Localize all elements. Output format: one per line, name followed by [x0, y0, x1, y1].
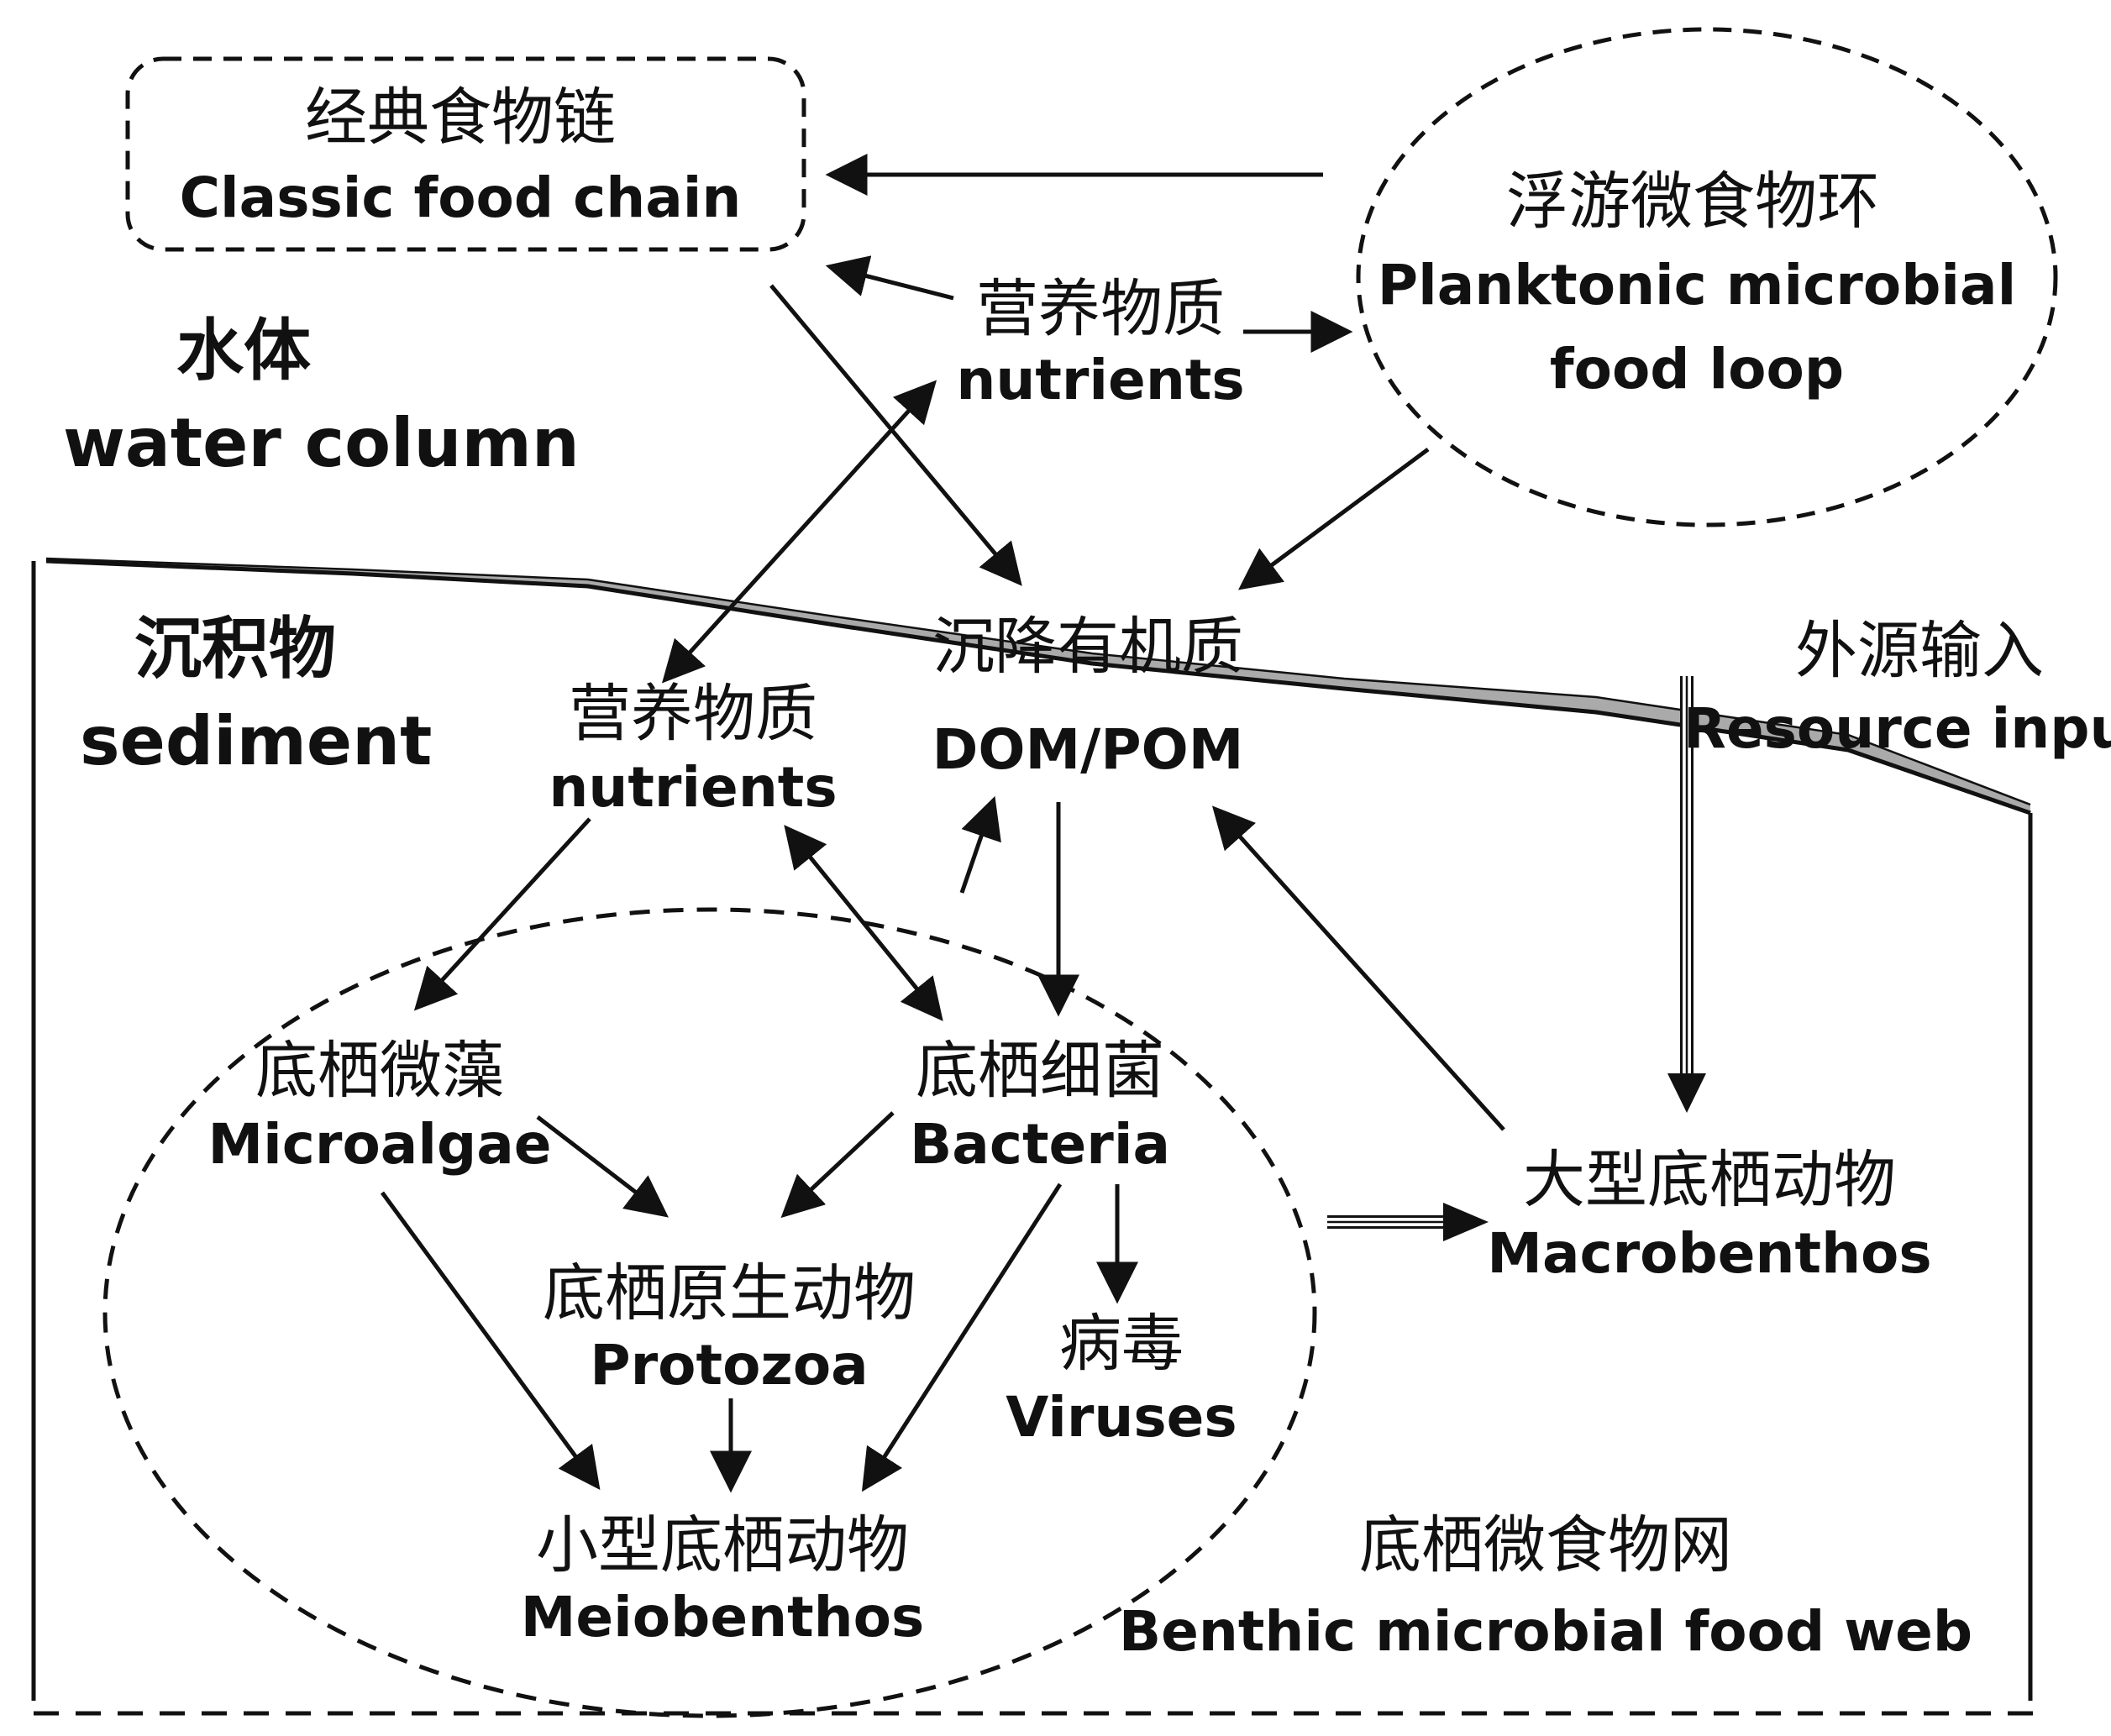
arrow-benthic-to-dom	[959, 795, 1001, 894]
dom-pom-label: DOM/POM	[932, 717, 1244, 782]
arrow-nutrients-exchange	[661, 380, 937, 684]
bacteria-en: Bacteria	[910, 1112, 1170, 1177]
arrow-nutrients-to-classic	[825, 255, 954, 301]
arrow-macrobenthos-to-dom	[1211, 805, 1505, 1131]
benthic-web-ellipse	[102, 907, 1317, 1718]
arrow-microalgae-to-meiobenthos	[380, 1191, 601, 1491]
macrobenthos-en: Macrobenthos	[1487, 1221, 1931, 1286]
classic-food-chain-zh: 经典食物链	[305, 81, 616, 154]
nutrients-sediment-zh: 营养物质	[569, 678, 817, 750]
protozoa-en: Protozoa	[590, 1333, 868, 1398]
meiobenthos-zh: 小型底栖动物	[536, 1509, 909, 1581]
planktonic-loop-en-1: Planktonic microbial	[1378, 253, 2016, 317]
nutrients-top-en: nutrients	[956, 348, 1244, 412]
arrow-nutrients-bacteria-exchange	[784, 825, 943, 1021]
arrow-bacteria-to-protozoa	[780, 1111, 895, 1219]
viruses-zh: 病毒	[1059, 1308, 1184, 1380]
resource-input-zh: 外源输入	[1795, 615, 2044, 687]
arrow-benthic-to-macrobenthos	[1327, 1203, 1489, 1241]
meiobenthos-en: Meiobenthos	[521, 1585, 925, 1649]
planktonic-loop-ellipse	[1356, 27, 2058, 527]
sediment-label-zh: 沉积物	[134, 610, 336, 688]
settling-organic-matter-zh: 沉降有机质	[932, 611, 1243, 683]
water-column-label-en: water column	[63, 404, 580, 482]
microalgae-en: Microalgae	[207, 1112, 551, 1177]
microalgae-zh: 底栖微藻	[255, 1035, 504, 1107]
sediment-label-en: sediment	[80, 702, 432, 780]
benthic-web-en: Benthic microbial food web	[1119, 1599, 1972, 1664]
water-column-label-zh: 水体	[176, 312, 311, 390]
classic-food-chain-en: Classic food chain	[180, 165, 742, 230]
arrow-nutrients-to-microalgae	[413, 817, 591, 1011]
bacteria-zh: 底栖细菌	[916, 1035, 1164, 1107]
nutrients-sediment-en: nutrients	[549, 755, 837, 820]
nutrients-top-zh: 营养物质	[976, 273, 1225, 345]
resource-input-en: Resource input	[1683, 696, 2111, 761]
planktonic-loop-zh: 浮游微食物环	[1506, 165, 1879, 238]
protozoa-zh: 底栖原生动物	[543, 1257, 916, 1330]
macrobenthos-zh: 大型底栖动物	[1523, 1144, 1896, 1216]
benthic-web-zh: 底栖微食物网	[1359, 1509, 1732, 1581]
arrow-bacteria-to-meiobenthos	[861, 1183, 1063, 1492]
classic-food-chain-box	[125, 56, 806, 252]
planktonic-loop-en-2: food loop	[1550, 337, 1844, 401]
arrow-microalgae-to-protozoa	[536, 1115, 669, 1218]
viruses-en: Viruses	[1006, 1385, 1237, 1450]
sediment-surface	[45, 557, 2031, 816]
arrow-planktonic-to-settling	[1237, 447, 1430, 590]
arrow-resource-to-macrobenthos	[1667, 676, 1706, 1113]
